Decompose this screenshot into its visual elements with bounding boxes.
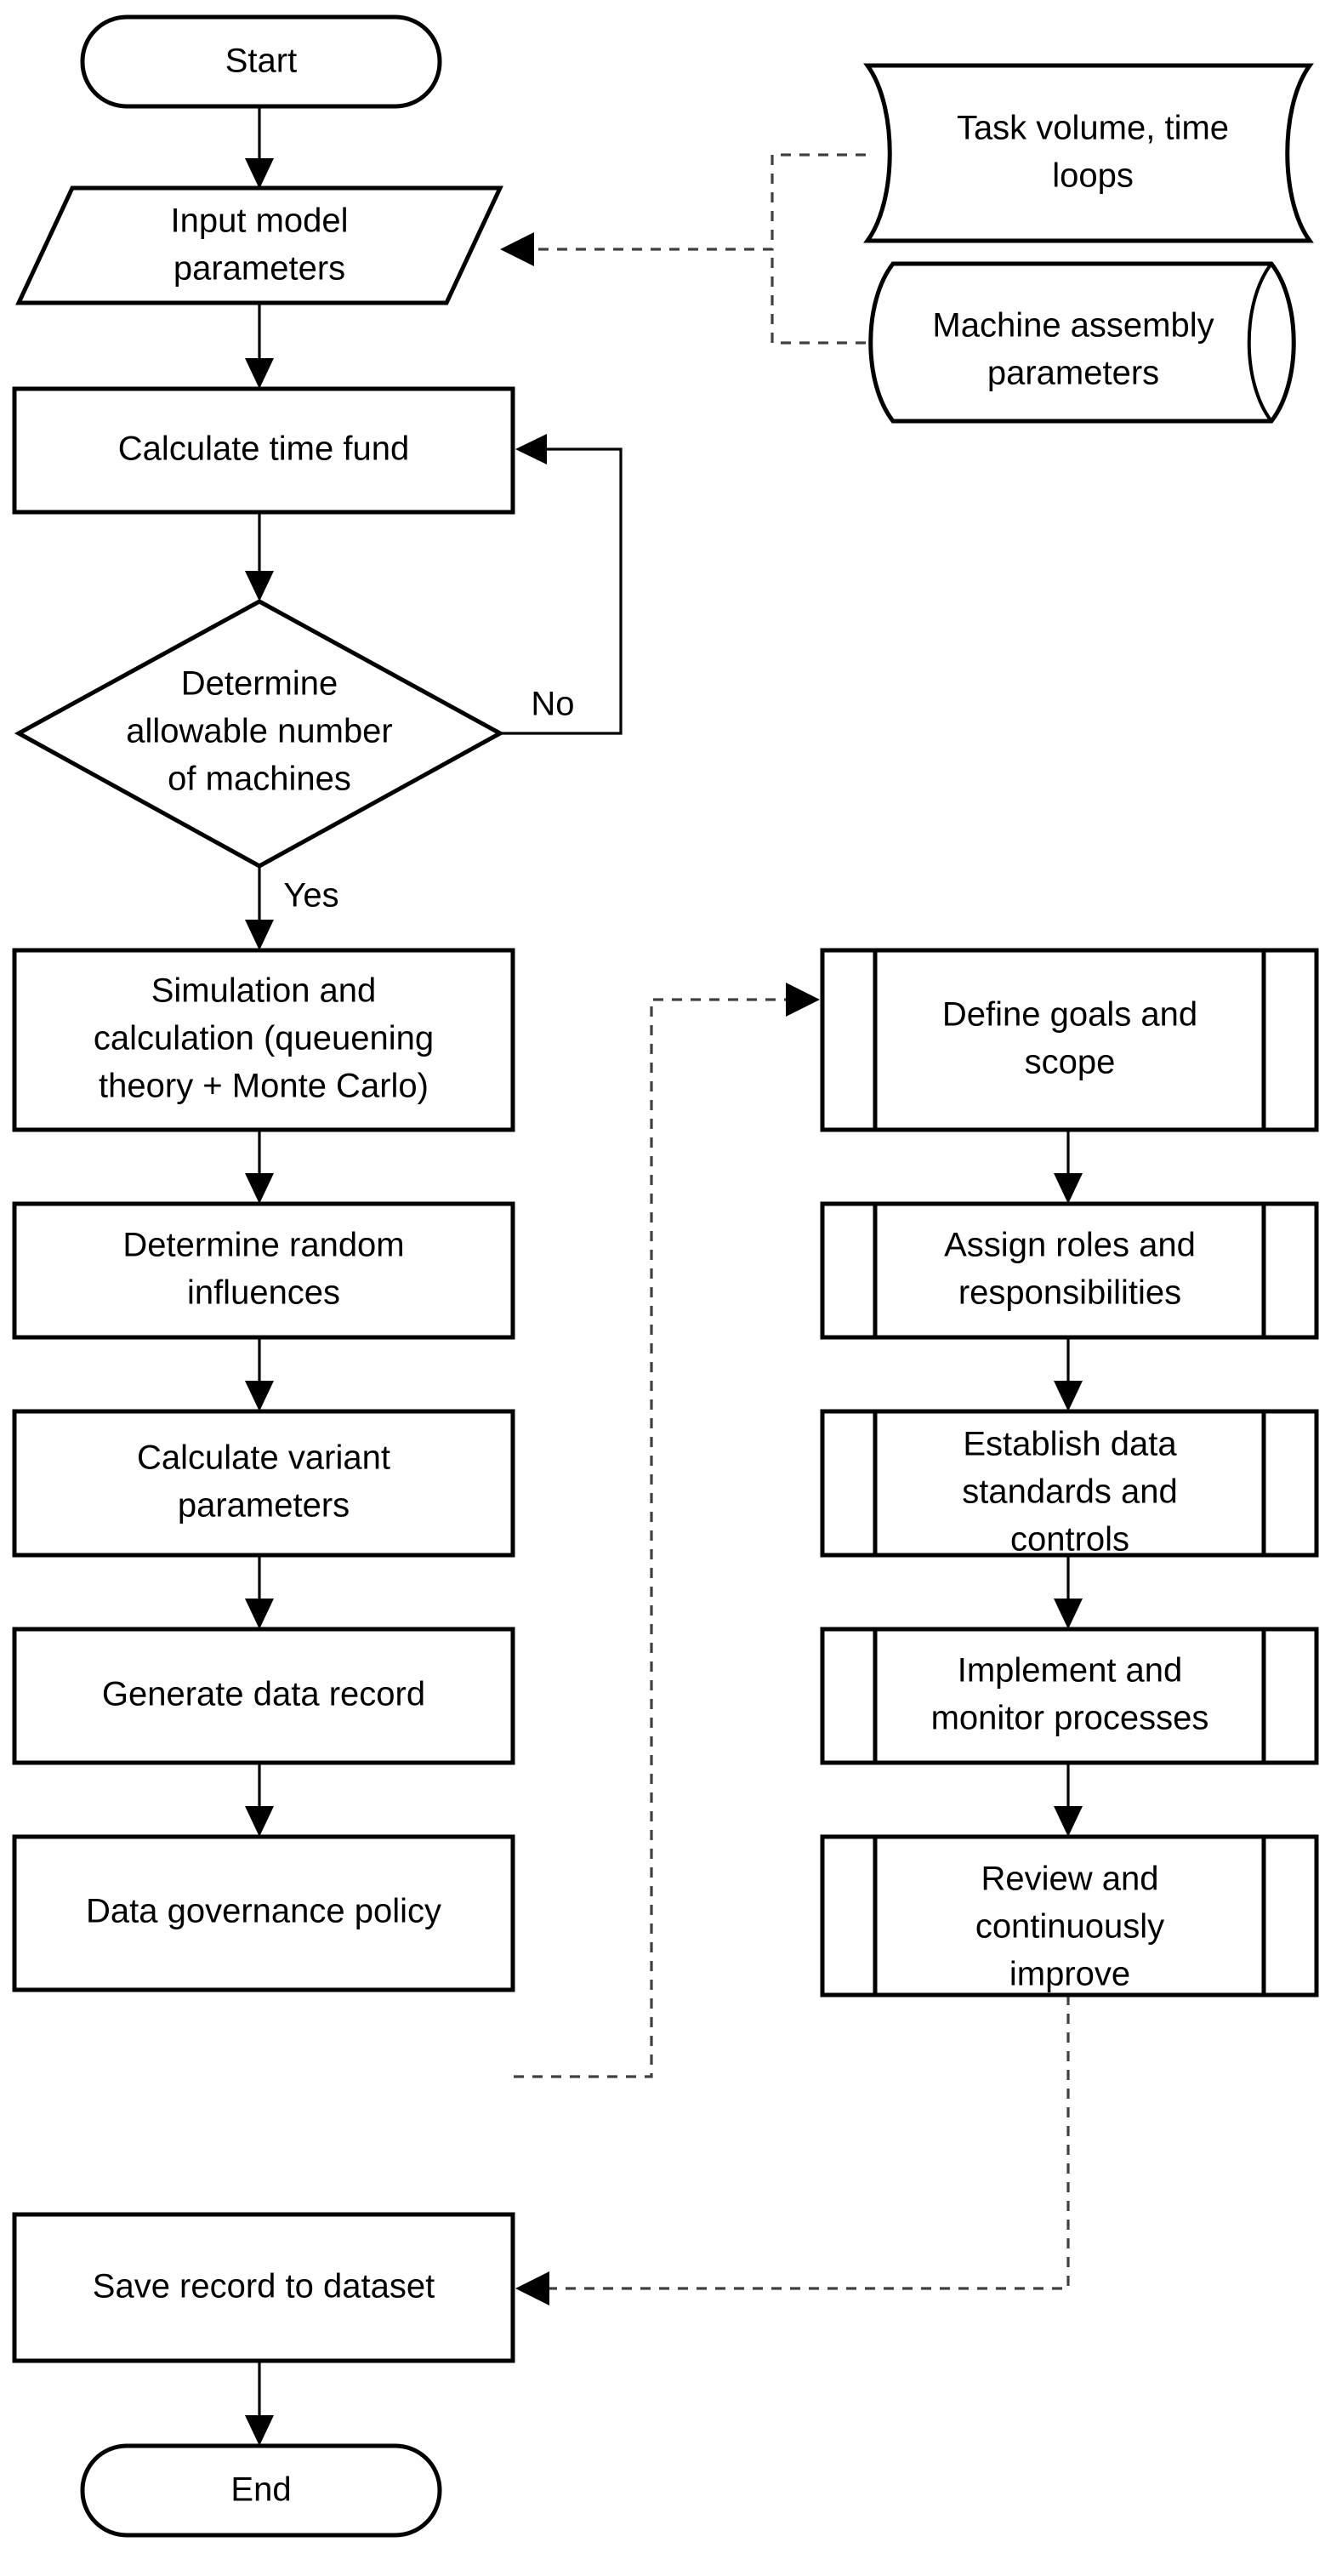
node-generate-data-record[interactable]: Generate data record bbox=[12, 1627, 515, 1765]
node-assign-roles-responsibilities[interactable]: Assign roles and responsibilities bbox=[820, 1201, 1319, 1340]
node-start[interactable]: Start bbox=[80, 14, 442, 109]
node-start-label: Start bbox=[225, 43, 297, 80]
node-determine-machines-label-line2: allowable number bbox=[126, 713, 393, 750]
connector-simulation-to-random bbox=[245, 1130, 274, 1204]
node-establish-label-line1: Establish data bbox=[963, 1426, 1177, 1463]
node-data-governance-policy[interactable]: Data governance policy bbox=[12, 1834, 515, 1992]
edge-label-yes: Yes bbox=[283, 877, 338, 915]
node-determine-random-influences[interactable]: Determine random influences bbox=[12, 1201, 515, 1340]
node-governance-label: Data governance policy bbox=[86, 1893, 441, 1930]
connector-timefund-to-decision bbox=[245, 512, 274, 601]
node-determine-machines-decision[interactable]: Determine allowable number of machines bbox=[14, 599, 505, 869]
connector-define-to-assign bbox=[1054, 1130, 1083, 1204]
connector-variant-to-generate bbox=[245, 1555, 274, 1629]
node-determine-machines-label-line1: Determine bbox=[181, 665, 338, 703]
connector-generate-to-governance bbox=[245, 1763, 274, 1837]
connector-start-to-input bbox=[245, 108, 274, 189]
connector-random-to-variant bbox=[245, 1337, 274, 1411]
node-calculate-time-fund-label: Calculate time fund bbox=[118, 430, 409, 468]
node-input-label-line2: parameters bbox=[173, 250, 345, 288]
node-review-label-line3: improve bbox=[1009, 1956, 1130, 1993]
node-assign-roles-label-line1: Assign roles and bbox=[944, 1227, 1196, 1264]
node-assign-roles-label-line2: responsibilities bbox=[958, 1274, 1181, 1312]
connector-save-to-end bbox=[245, 2361, 274, 2446]
node-input-label-line1: Input model bbox=[170, 202, 348, 240]
connector-decision-no-loop bbox=[500, 434, 623, 735]
connector-decision-yes-to-simulation bbox=[245, 866, 274, 950]
node-define-goals-label-line2: scope bbox=[1025, 1044, 1116, 1081]
node-task-volume-label-line2: loops bbox=[1052, 157, 1134, 195]
node-calculate-variant-parameters[interactable]: Calculate variant parameters bbox=[12, 1409, 515, 1558]
node-define-goals-and-scope[interactable]: Define goals and scope bbox=[820, 948, 1319, 1132]
node-establish-data-standards[interactable]: Establish data standards and controls bbox=[820, 1409, 1319, 1559]
node-implement-monitor-processes[interactable]: Implement and monitor processes bbox=[820, 1627, 1319, 1765]
node-end[interactable]: End bbox=[80, 2443, 442, 2538]
node-simulation-label-line2: calculation (queuening bbox=[94, 1020, 434, 1057]
node-generate-label: Generate data record bbox=[102, 1676, 425, 1713]
node-review-label-line2: continuously bbox=[975, 1908, 1164, 1946]
node-save-record-label: Save record to dataset bbox=[93, 2268, 435, 2305]
node-machine-assembly-database[interactable]: Machine assembly parameters bbox=[868, 261, 1296, 424]
node-variant-label-line2: parameters bbox=[178, 1487, 350, 1525]
node-implement-label-line1: Implement and bbox=[958, 1652, 1183, 1690]
node-variant-label-line1: Calculate variant bbox=[137, 1439, 390, 1477]
edge-label-no: No bbox=[531, 686, 574, 723]
node-task-volume-stored-data[interactable]: Task volume, time loops bbox=[863, 63, 1314, 243]
node-random-label-line1: Determine random bbox=[122, 1227, 404, 1264]
node-review-continuously-improve[interactable]: Review and continuously improve bbox=[820, 1834, 1319, 1998]
node-calculate-time-fund[interactable]: Calculate time fund bbox=[12, 386, 515, 515]
node-review-label-line1: Review and bbox=[981, 1861, 1158, 1898]
connector-review-to-save-dashed bbox=[515, 1995, 1070, 2305]
node-end-label: End bbox=[230, 2471, 291, 2509]
node-establish-label-line2: standards and bbox=[962, 1473, 1178, 1511]
node-simulation-label-line3: theory + Monte Carlo) bbox=[99, 1068, 429, 1105]
connector-implement-to-review bbox=[1054, 1763, 1083, 1837]
connector-establish-to-implement bbox=[1054, 1555, 1083, 1629]
node-implement-label-line2: monitor processes bbox=[931, 1700, 1209, 1737]
node-simulation-calculation[interactable]: Simulation and calculation (queuening th… bbox=[12, 948, 515, 1132]
node-input-model-parameters[interactable]: Input model parameters bbox=[15, 185, 503, 305]
node-task-volume-label-line1: Task volume, time bbox=[957, 110, 1229, 147]
connector-input-to-timefund bbox=[245, 305, 274, 389]
node-save-record-to-dataset[interactable]: Save record to dataset bbox=[12, 2212, 515, 2363]
connector-assign-to-establish bbox=[1054, 1337, 1083, 1411]
node-simulation-label-line1: Simulation and bbox=[151, 972, 377, 1010]
node-machine-assembly-label-line1: Machine assembly bbox=[932, 307, 1214, 345]
connector-datasources-to-input-dashed bbox=[500, 153, 866, 345]
node-establish-label-line3: controls bbox=[1010, 1521, 1129, 1559]
node-machine-assembly-label-line2: parameters bbox=[987, 355, 1159, 392]
node-random-label-line2: influences bbox=[187, 1274, 340, 1312]
node-define-goals-label-line1: Define goals and bbox=[942, 996, 1197, 1034]
node-determine-machines-label-line3: of machines bbox=[168, 761, 351, 798]
connector-governance-to-define-goals-dashed bbox=[514, 983, 820, 2078]
